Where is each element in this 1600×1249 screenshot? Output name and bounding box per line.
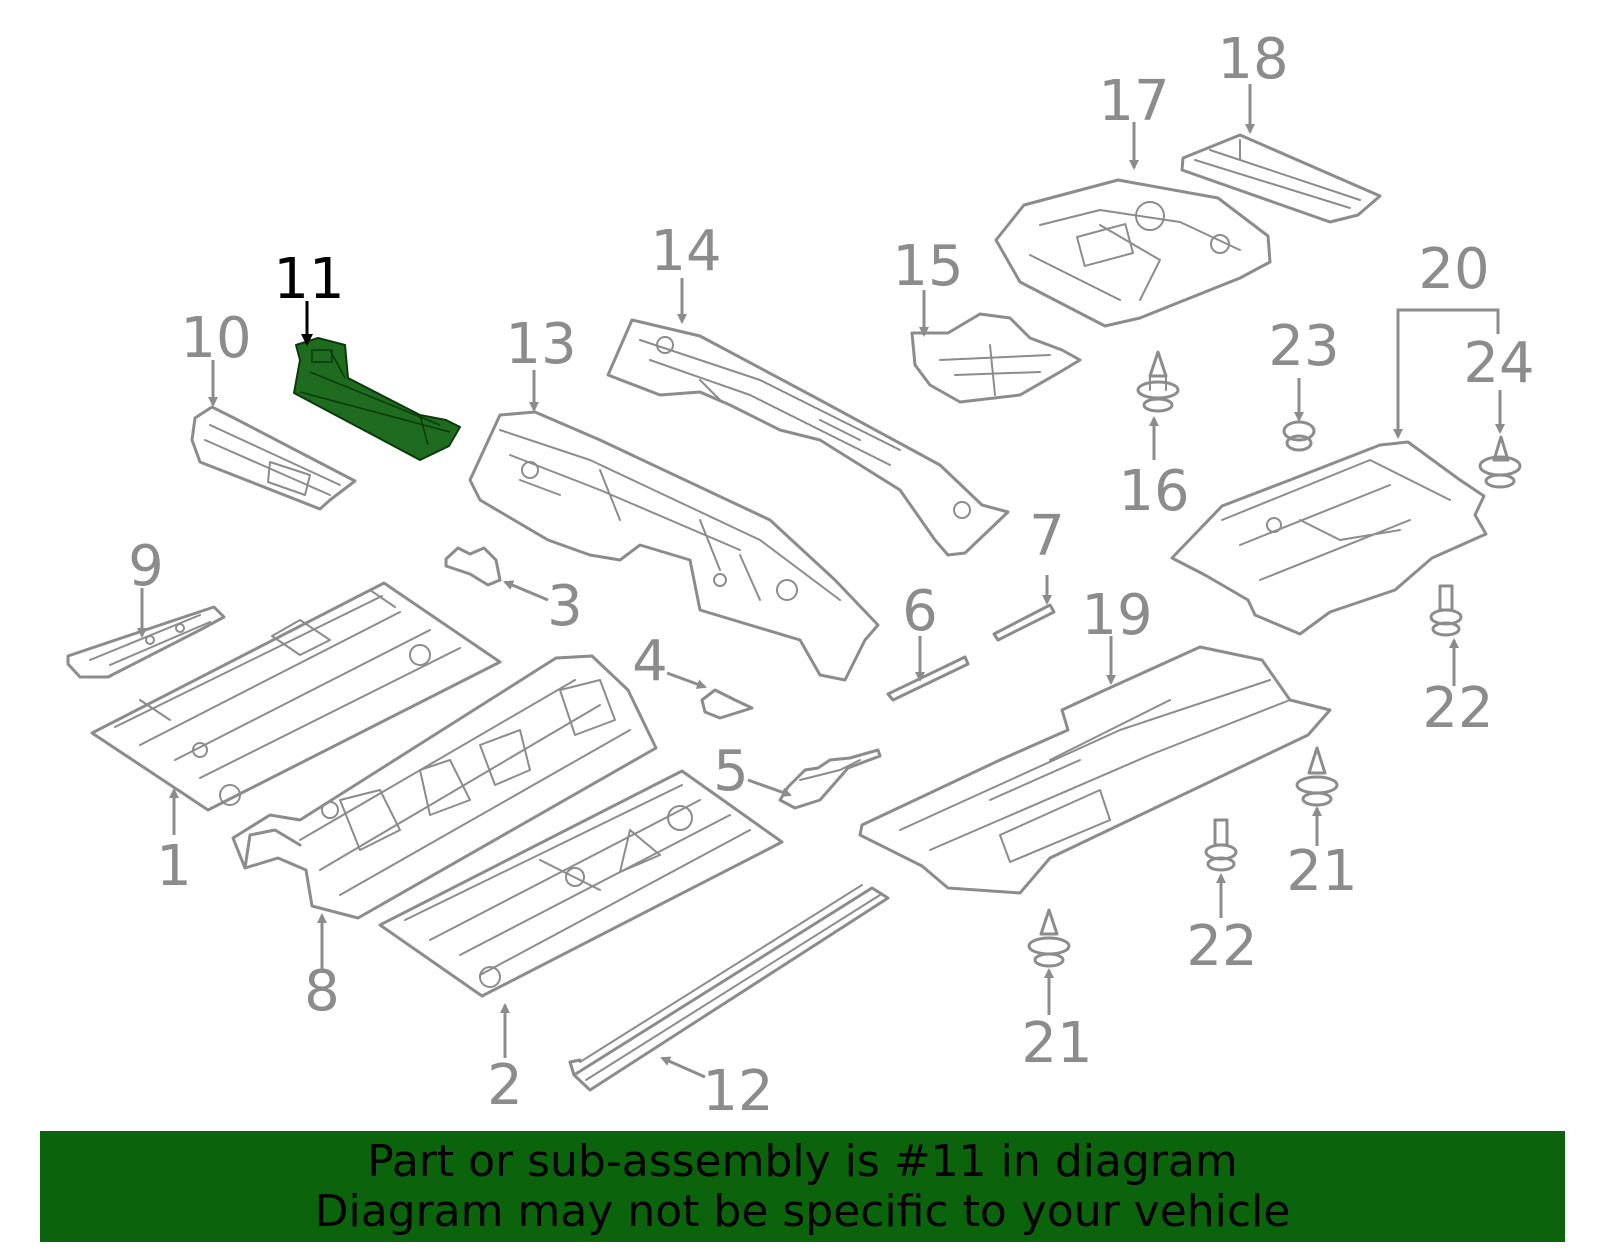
callout-21-left: 21 — [1021, 1011, 1092, 1076]
callout-9: 9 — [128, 534, 164, 599]
part-15-bracket — [910, 312, 1082, 404]
part-9-bracket — [66, 605, 226, 679]
callout-14: 14 — [650, 219, 721, 284]
callout-21-right: 21 — [1286, 839, 1357, 904]
part-3-bracket — [444, 546, 502, 587]
part-6-strip — [886, 655, 970, 702]
part-2-floor-pan — [378, 769, 784, 998]
fastener-24-clip — [1478, 435, 1522, 489]
part-1-floor-pan — [90, 581, 502, 812]
fastener-16-clip — [1136, 350, 1180, 413]
leader-lines — [137, 84, 1505, 1079]
part-7-strip — [992, 603, 1056, 642]
part-12-sill — [568, 884, 890, 1092]
part-13-side-rail — [468, 410, 880, 682]
fastener-21-clip-right — [1295, 746, 1339, 807]
part-17-panel — [994, 178, 1272, 328]
callout-13: 13 — [505, 312, 576, 377]
callout-5: 5 — [713, 739, 749, 804]
part-8-center-tunnel — [231, 654, 658, 920]
callout-2: 2 — [487, 1053, 523, 1118]
info-banner: Part or sub-assembly is #11 in diagram D… — [40, 1131, 1565, 1242]
callout-7: 7 — [1029, 504, 1065, 569]
callout-6: 6 — [902, 579, 938, 644]
callout-18: 18 — [1217, 27, 1288, 92]
callout-10: 10 — [180, 306, 251, 371]
callout-labels: 1 2 3 4 5 6 7 8 9 10 11 12 13 14 15 16 1… — [128, 27, 1534, 1124]
part-5-bracket — [778, 748, 882, 810]
callout-15: 15 — [892, 234, 963, 299]
callout-1: 1 — [156, 834, 192, 899]
banner-line-1: Part or sub-assembly is #11 in diagram — [367, 1135, 1238, 1187]
part-10-crossmember — [190, 405, 357, 511]
callout-24: 24 — [1463, 331, 1534, 396]
callout-20: 20 — [1418, 237, 1489, 302]
callout-22-upper: 22 — [1422, 676, 1493, 741]
fastener-22-bolt-upper — [1429, 584, 1463, 637]
part-14-side-rail — [606, 318, 1010, 557]
callout-19: 19 — [1081, 583, 1152, 648]
callout-23: 23 — [1268, 314, 1339, 379]
callout-16: 16 — [1118, 459, 1189, 524]
part-11-highlighted — [293, 337, 461, 461]
callout-8: 8 — [304, 959, 340, 1024]
callout-3: 3 — [547, 574, 583, 639]
callout-4: 4 — [632, 629, 668, 694]
callout-17: 17 — [1098, 69, 1169, 134]
callout-22-lower: 22 — [1186, 914, 1257, 979]
part-20-rear-shield — [1170, 440, 1488, 636]
part-18-crossmember — [1180, 133, 1382, 224]
part-19-underbody-shield — [858, 645, 1332, 895]
banner-line-2: Diagram may not be specific to your vehi… — [314, 1185, 1291, 1237]
fastener-21-clip-left — [1027, 908, 1071, 968]
callout-11-highlighted: 11 — [273, 247, 344, 312]
part-4-bracket — [700, 688, 754, 720]
callout-12: 12 — [702, 1059, 773, 1124]
fastener-22-bolt-lower — [1204, 818, 1238, 872]
fastener-23-nut — [1282, 420, 1316, 452]
